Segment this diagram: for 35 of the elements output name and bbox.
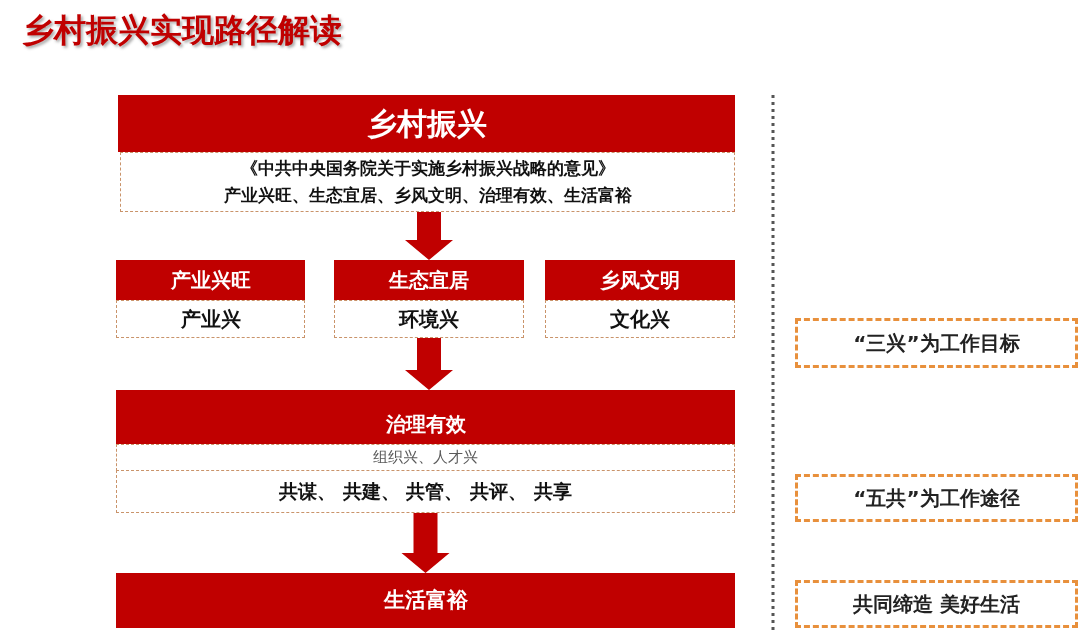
dashed-box [334, 300, 524, 338]
body-text: “三兴”为工作目标 [853, 330, 1020, 356]
heading-text: 治理有效 [385, 411, 466, 437]
header-band [116, 573, 735, 628]
down-arrow [405, 212, 453, 260]
heading-text: 生活富裕 [383, 587, 468, 614]
heading-text: 乡村振兴 [366, 104, 487, 143]
body-text: “五共”为工作途径 [853, 485, 1020, 511]
header-band [116, 390, 735, 444]
header-band [118, 95, 735, 152]
down-arrow [405, 338, 453, 390]
dashed-box [116, 444, 735, 471]
body-text: 环境兴 [399, 306, 459, 332]
heading-text: 产业兴旺 [170, 267, 251, 293]
header-band [334, 260, 524, 300]
body-text: 共同缔造 美好生活 [853, 591, 1020, 617]
note-box [795, 318, 1078, 368]
header-band [545, 260, 735, 300]
body-text: 组织兴、人才兴 [373, 448, 478, 467]
note-box [795, 580, 1078, 628]
body-text: 文化兴 [610, 306, 670, 332]
body-text: 共谋、 共建、 共管、 共评、 共享 [279, 479, 572, 504]
heading-text: 乡风文明 [600, 267, 680, 293]
body-text: 《中共中央国务院关于实施乡村振兴战略的意见》 [240, 157, 615, 179]
heading-text: 生态宜居 [389, 267, 469, 293]
dashed-box [120, 152, 735, 212]
title: 乡村振兴实现路径解读 [22, 10, 342, 51]
body-text: 产业兴旺、生态宜居、乡风文明、治理有效、生活富裕 [223, 185, 632, 207]
body-text: 产业兴 [180, 306, 241, 332]
note-box [795, 474, 1078, 522]
dashed-box [116, 300, 305, 338]
dashed-box [116, 470, 735, 513]
down-arrow [401, 513, 450, 573]
header-band [116, 260, 305, 300]
dashed-box [545, 300, 735, 338]
